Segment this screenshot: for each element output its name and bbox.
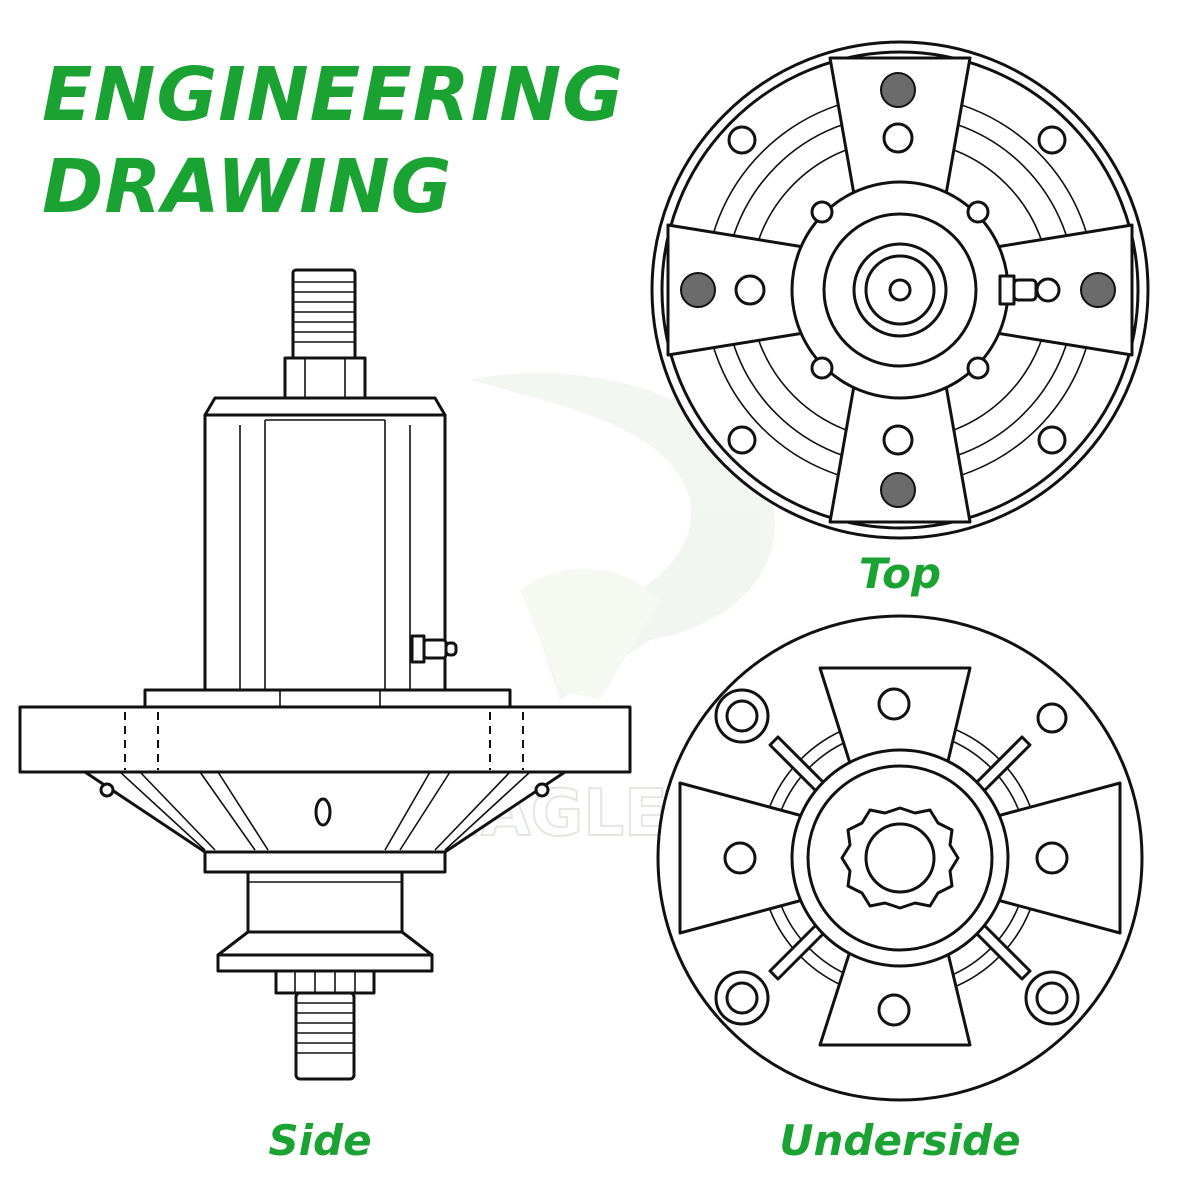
title-line-2: DRAWING xyxy=(42,144,453,230)
underside-center-hub xyxy=(790,748,1010,968)
top-grease-fitting xyxy=(998,274,1061,306)
marked-hole-west xyxy=(680,272,716,308)
underside-view-label: Underside xyxy=(779,1116,1021,1165)
ribbed-cone-base xyxy=(83,770,567,854)
underside-corner-studs xyxy=(714,688,1080,1026)
lower-threaded-shaft xyxy=(294,991,356,1081)
grease-fitting xyxy=(410,634,458,664)
top-view-label: Top xyxy=(858,549,942,598)
top-corner-holes xyxy=(727,125,1067,455)
top-arms xyxy=(666,56,1134,524)
pulley-hub xyxy=(216,870,434,973)
marked-hole-north xyxy=(880,72,916,108)
title-line-1: ENGINEERING xyxy=(42,52,624,138)
mounting-flange xyxy=(18,690,632,774)
side-view-label: Side xyxy=(268,1116,372,1165)
marked-hole-east xyxy=(1080,272,1116,308)
underside-arm-holes xyxy=(723,687,1069,1027)
top-hex-nut xyxy=(283,356,367,400)
watermark-logo xyxy=(470,372,776,700)
top-center-hub xyxy=(790,180,1010,400)
marked-hole-south xyxy=(880,472,916,508)
upper-housing xyxy=(203,413,447,692)
top-arm-holes xyxy=(680,72,1116,508)
top-hub-bosses xyxy=(810,200,990,380)
